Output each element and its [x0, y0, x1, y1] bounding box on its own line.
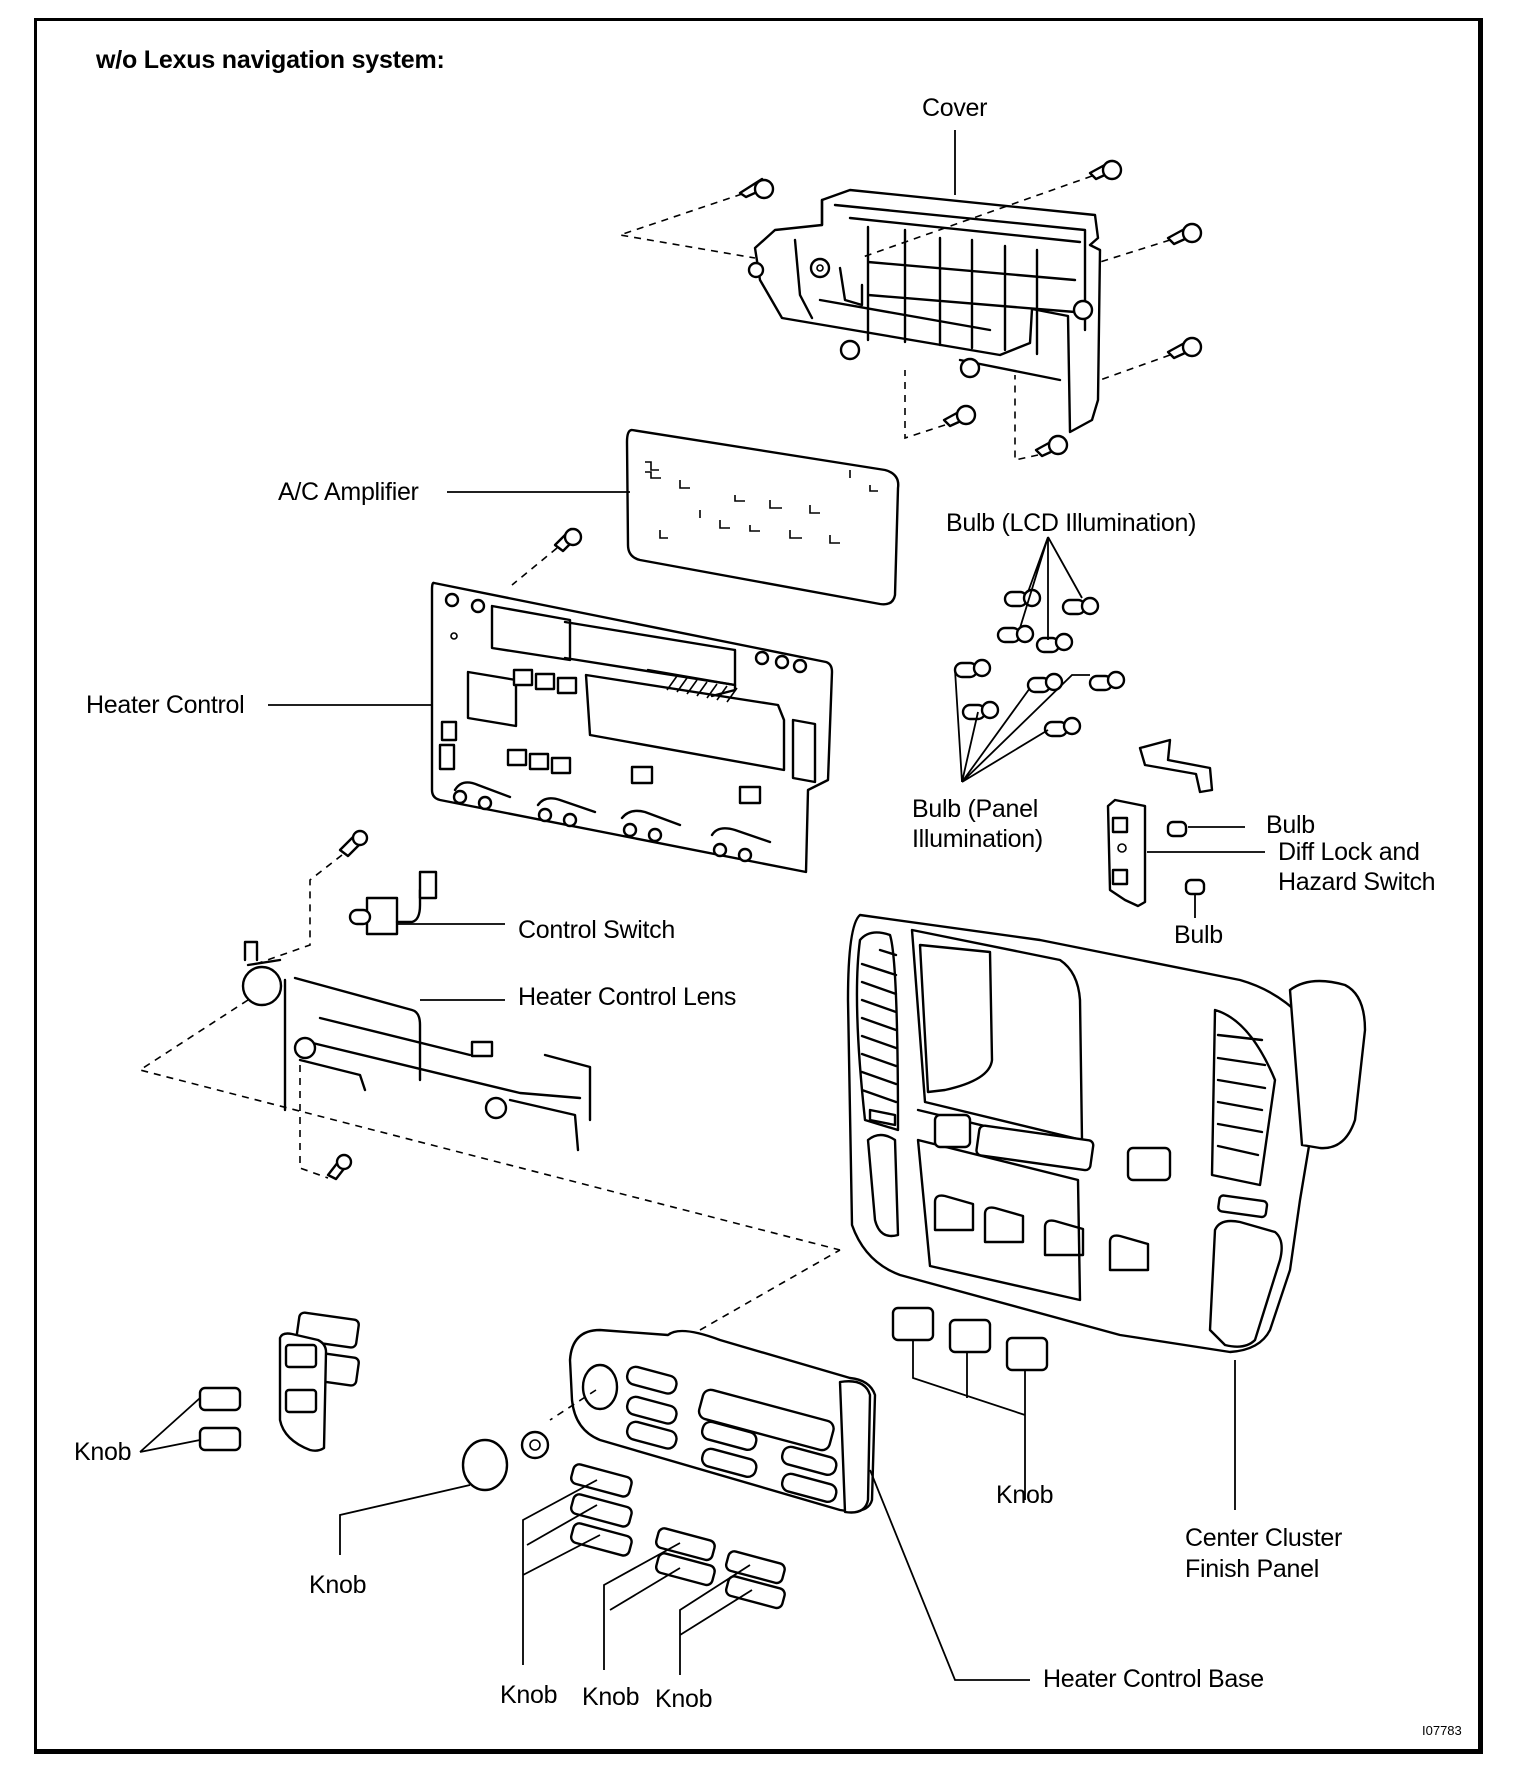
label-knob-bottom-2: Knob [582, 1683, 640, 1711]
label-heater-control: Heater Control [86, 691, 245, 719]
diff-lock-switch-part [1106, 738, 1214, 908]
label-diff-lock-line2: Hazard Switch [1278, 868, 1436, 896]
label-bulb-panel-line1: Bulb (Panel [912, 795, 1038, 823]
bulbs-panel [953, 658, 1126, 738]
label-ac-amplifier: A/C Amplifier [278, 478, 419, 506]
heater-control-base-part [568, 1328, 877, 1514]
cluster-knobs [891, 1306, 1049, 1372]
round-knob-part [461, 1438, 509, 1492]
figure-id: I07783 [1422, 1723, 1462, 1738]
label-bulb-upper: Bulb [1266, 811, 1315, 839]
bottom-knobs [569, 1463, 786, 1610]
label-center-cluster-line1: Center Cluster [1185, 1524, 1342, 1552]
diagram-frame [34, 18, 1483, 1754]
label-cover: Cover [922, 94, 988, 122]
label-bulb-panel-line2: Illumination) [912, 825, 1043, 853]
label-bulb-lower: Bulb [1174, 921, 1223, 949]
label-knob-round: Knob [309, 1571, 367, 1599]
label-knob-left: Knob [74, 1438, 132, 1466]
center-cluster-finish-panel-part [846, 913, 1367, 1354]
diagram-title: w/o Lexus navigation system: [96, 46, 445, 74]
left-knobs [198, 1311, 360, 1452]
nut-part [520, 1430, 550, 1460]
label-knob-right: Knob [996, 1481, 1054, 1509]
label-control-switch: Control Switch [518, 916, 675, 944]
ac-amplifier-part [625, 428, 900, 606]
cover-screws [619, 159, 1203, 461]
heater-control-lens-part [241, 940, 592, 1152]
label-knob-bottom-3: Knob [655, 1685, 713, 1713]
cover-part [747, 188, 1102, 434]
label-heater-control-base: Heater Control Base [1043, 1665, 1264, 1693]
label-heater-control-lens: Heater Control Lens [518, 983, 737, 1011]
label-knob-bottom-1: Knob [500, 1681, 558, 1709]
heater-control-part [430, 581, 834, 874]
control-switch-part [348, 870, 438, 936]
label-bulb-lcd: Bulb (LCD Illumination) [946, 509, 1197, 537]
label-center-cluster-line2: Finish Panel [1185, 1555, 1319, 1583]
label-diff-lock-line1: Diff Lock and [1278, 838, 1420, 866]
